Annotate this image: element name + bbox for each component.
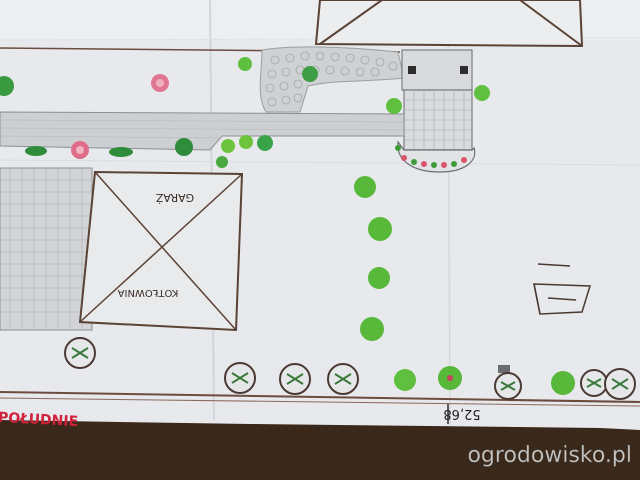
shrub-left-edge [0,76,14,96]
shrub-path-cluster-5 [216,156,228,168]
spiky-shrub-1 [354,176,376,198]
terrace-grid [401,49,473,151]
path-plants [0,57,490,168]
south-label: POŁUDNIE [0,410,79,430]
leaf-plant-mid [109,147,133,157]
shrub-path-cluster-2 [221,139,235,153]
garage-building: GARAŻ KOTŁOWNIA [78,170,244,332]
shrub-row [354,176,392,341]
stone-patio [259,46,405,113]
garden-swing-sketch [533,263,592,315]
shrub-path-cluster-4 [257,135,273,151]
shrub-path-cluster-3 [239,135,253,149]
bottom-plant-row [64,337,636,400]
spiky-shrub-4 [360,317,384,341]
shrub-near-patio [238,57,252,71]
leaf-plant-left [25,146,47,156]
shrub-terrace [386,98,402,114]
spiky-plant-right [551,371,575,395]
dimension-label: 52,68 [443,406,480,421]
spiky-shrub-3 [368,267,390,289]
garage-label: GARAŻ [155,191,194,204]
left-paved-area [0,167,93,331]
spiky-shrub-2 [368,217,392,241]
boiler-room-label: KOTŁOWNIA [118,287,179,298]
lamp-sketch [498,365,510,373]
garden-path [0,111,405,151]
shrub-patio-right [302,66,318,82]
watermark-text: ogrodowisko.pl [467,443,632,468]
house-outline [314,0,584,48]
shrub-path-cluster-1 [175,138,193,156]
leafy-plant-bottom [394,369,416,391]
shrub-terrace-right [474,85,490,101]
terrace-flower-bed [395,140,476,173]
